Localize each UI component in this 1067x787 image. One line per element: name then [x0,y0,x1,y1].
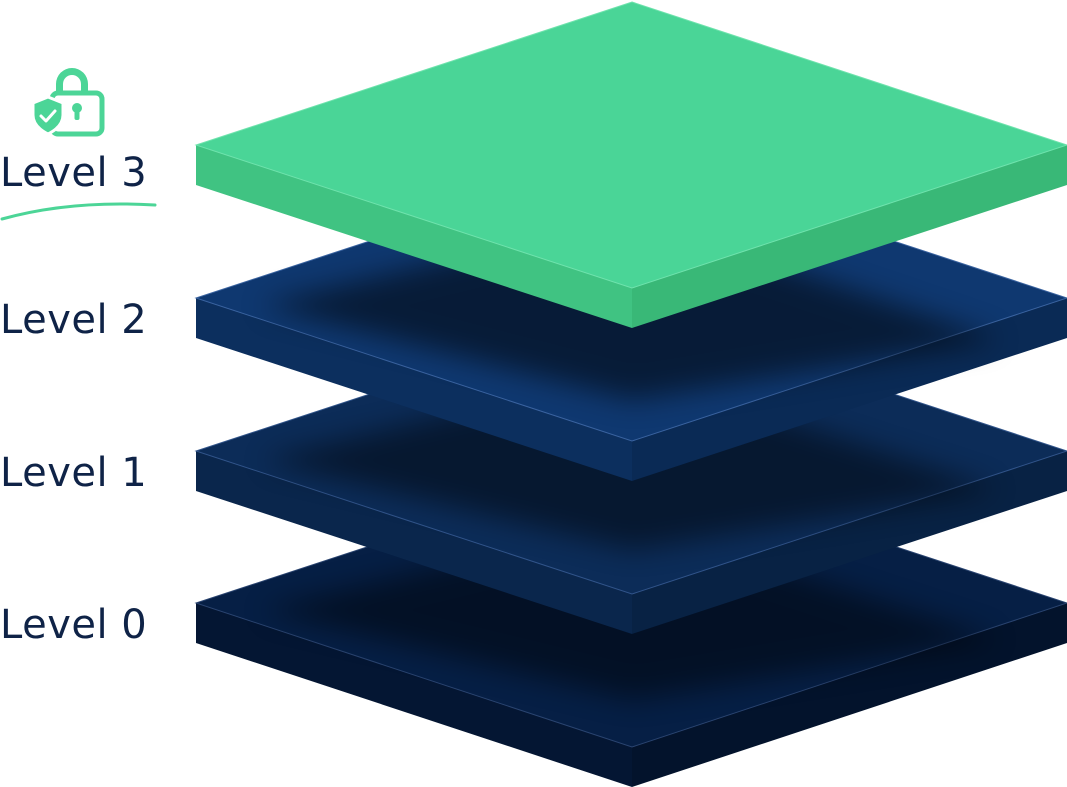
lock-shield-icon [31,68,105,137]
layer-3-top-face [194,1,1067,289]
level-3-label: Level 3 [0,150,147,196]
layer-2-left-face [196,298,632,481]
level-1-label: Level 1 [0,450,147,496]
layer-0-left-face [196,603,632,787]
level-0-label: Level 0 [0,602,147,648]
level-3-underline [0,202,157,221]
layer-1-left-face [196,451,632,634]
layer-0-right-face [632,603,1067,787]
layer-3-left-face [196,145,632,328]
layer-level-3 [194,1,1067,328]
level-2-label: Level 2 [0,297,147,343]
layer-3-right-face [632,145,1067,328]
